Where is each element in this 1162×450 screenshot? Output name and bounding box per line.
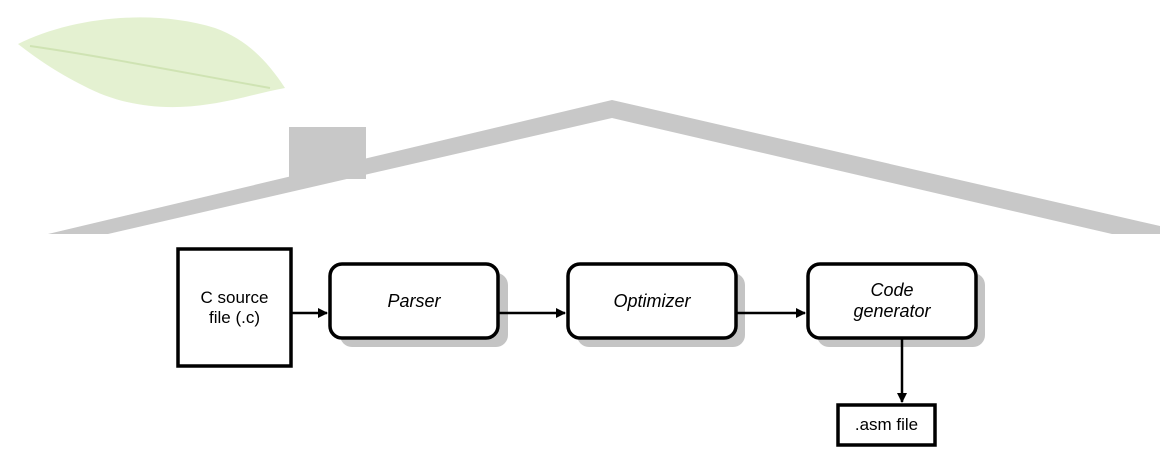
asm-file-label: .asm file [854, 415, 919, 435]
source-file-box [176, 247, 293, 368]
roof-decoration [48, 100, 1160, 234]
source-file-label: C source file (.c) [200, 287, 269, 327]
optimizer-label: Optimizer [613, 290, 691, 311]
parser-box [328, 262, 500, 340]
asm-file-box [836, 403, 937, 447]
code-generator-label: Code generator [853, 280, 931, 321]
code-generator-box [806, 262, 978, 340]
optimizer-box [566, 262, 738, 340]
leaf-decoration [18, 17, 285, 108]
parser-label: Parser [387, 290, 441, 311]
